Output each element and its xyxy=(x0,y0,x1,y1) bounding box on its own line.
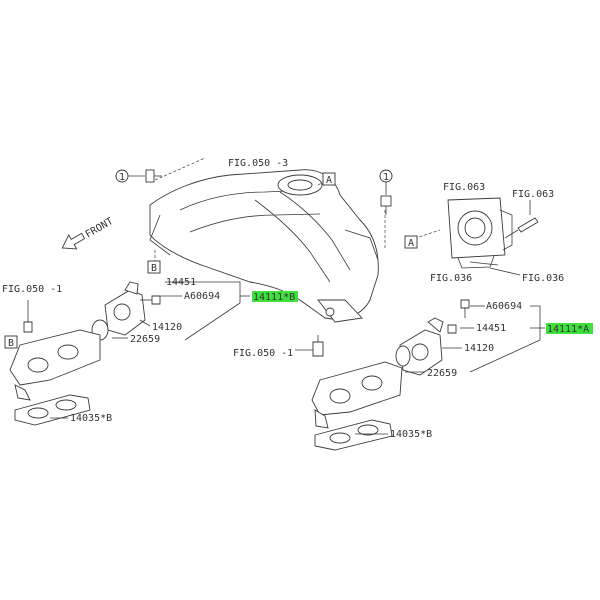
left-14111b-label: 14111*B xyxy=(253,292,295,303)
fig-036-label-a: FIG.036 xyxy=(430,273,472,284)
right-14120-label: 14120 xyxy=(464,343,494,354)
left-22659-label: 22659 xyxy=(130,334,160,345)
ref-box-b-left xyxy=(4,335,18,349)
right-actuator xyxy=(395,317,444,376)
right-a60694-label: A60694 xyxy=(486,301,522,312)
right-14111a-highlight xyxy=(546,323,593,334)
right-lower-manifold xyxy=(295,335,403,429)
right-gasket xyxy=(314,419,393,451)
left-a60694-label: A60694 xyxy=(184,291,220,302)
bolt-left-ref1: 1 xyxy=(115,169,162,183)
front-label: FRONT xyxy=(84,216,116,241)
bolt-fig063 xyxy=(504,200,539,239)
left-gasket xyxy=(14,394,91,426)
ref-box-b-upper xyxy=(147,260,161,274)
front-arrow: FRONT xyxy=(61,216,116,250)
fig-050-3-label: FIG.050 -3 xyxy=(228,158,288,169)
fig-063-label-b: FIG.063 xyxy=(512,189,554,200)
ref-b-left: B xyxy=(8,338,14,349)
left-14035b-label: 14035*B xyxy=(70,413,112,424)
fig-036-label-b: FIG.036 xyxy=(522,273,564,284)
fig-050-1-left-label: FIG.050 -1 xyxy=(2,284,62,295)
ref-a-top: A xyxy=(326,175,332,186)
fig-050-1-mid-label: FIG.050 -1 xyxy=(233,348,293,359)
right-14035b-label: 14035*B xyxy=(390,429,432,440)
ref-a-right: A xyxy=(408,238,414,249)
fig036-arrow xyxy=(469,261,499,266)
left-14120-label: 14120 xyxy=(152,322,182,333)
right-14451-label: 14451 xyxy=(476,323,506,334)
bolt-right-ref1: 1 xyxy=(379,169,393,215)
left-actuator xyxy=(91,281,146,341)
throttle-body xyxy=(447,197,513,269)
ref-1-right: 1 xyxy=(383,172,389,183)
left-lower-manifold xyxy=(9,300,101,401)
left-14451-label: 14451 xyxy=(166,277,196,288)
ref-b-upper: B xyxy=(151,263,157,274)
fig-063-label-a: FIG.063 xyxy=(443,182,485,193)
ref-box-a-right xyxy=(404,235,418,249)
right-22659-label: 22659 xyxy=(427,368,457,379)
intake-manifold xyxy=(149,169,379,323)
left-14111b-highlight xyxy=(252,291,298,302)
front-arrow-icon xyxy=(61,232,86,250)
ref-1-left: 1 xyxy=(119,172,125,183)
ref-box-a-top xyxy=(322,172,336,186)
right-14111a-label: 14111*A xyxy=(547,324,589,335)
